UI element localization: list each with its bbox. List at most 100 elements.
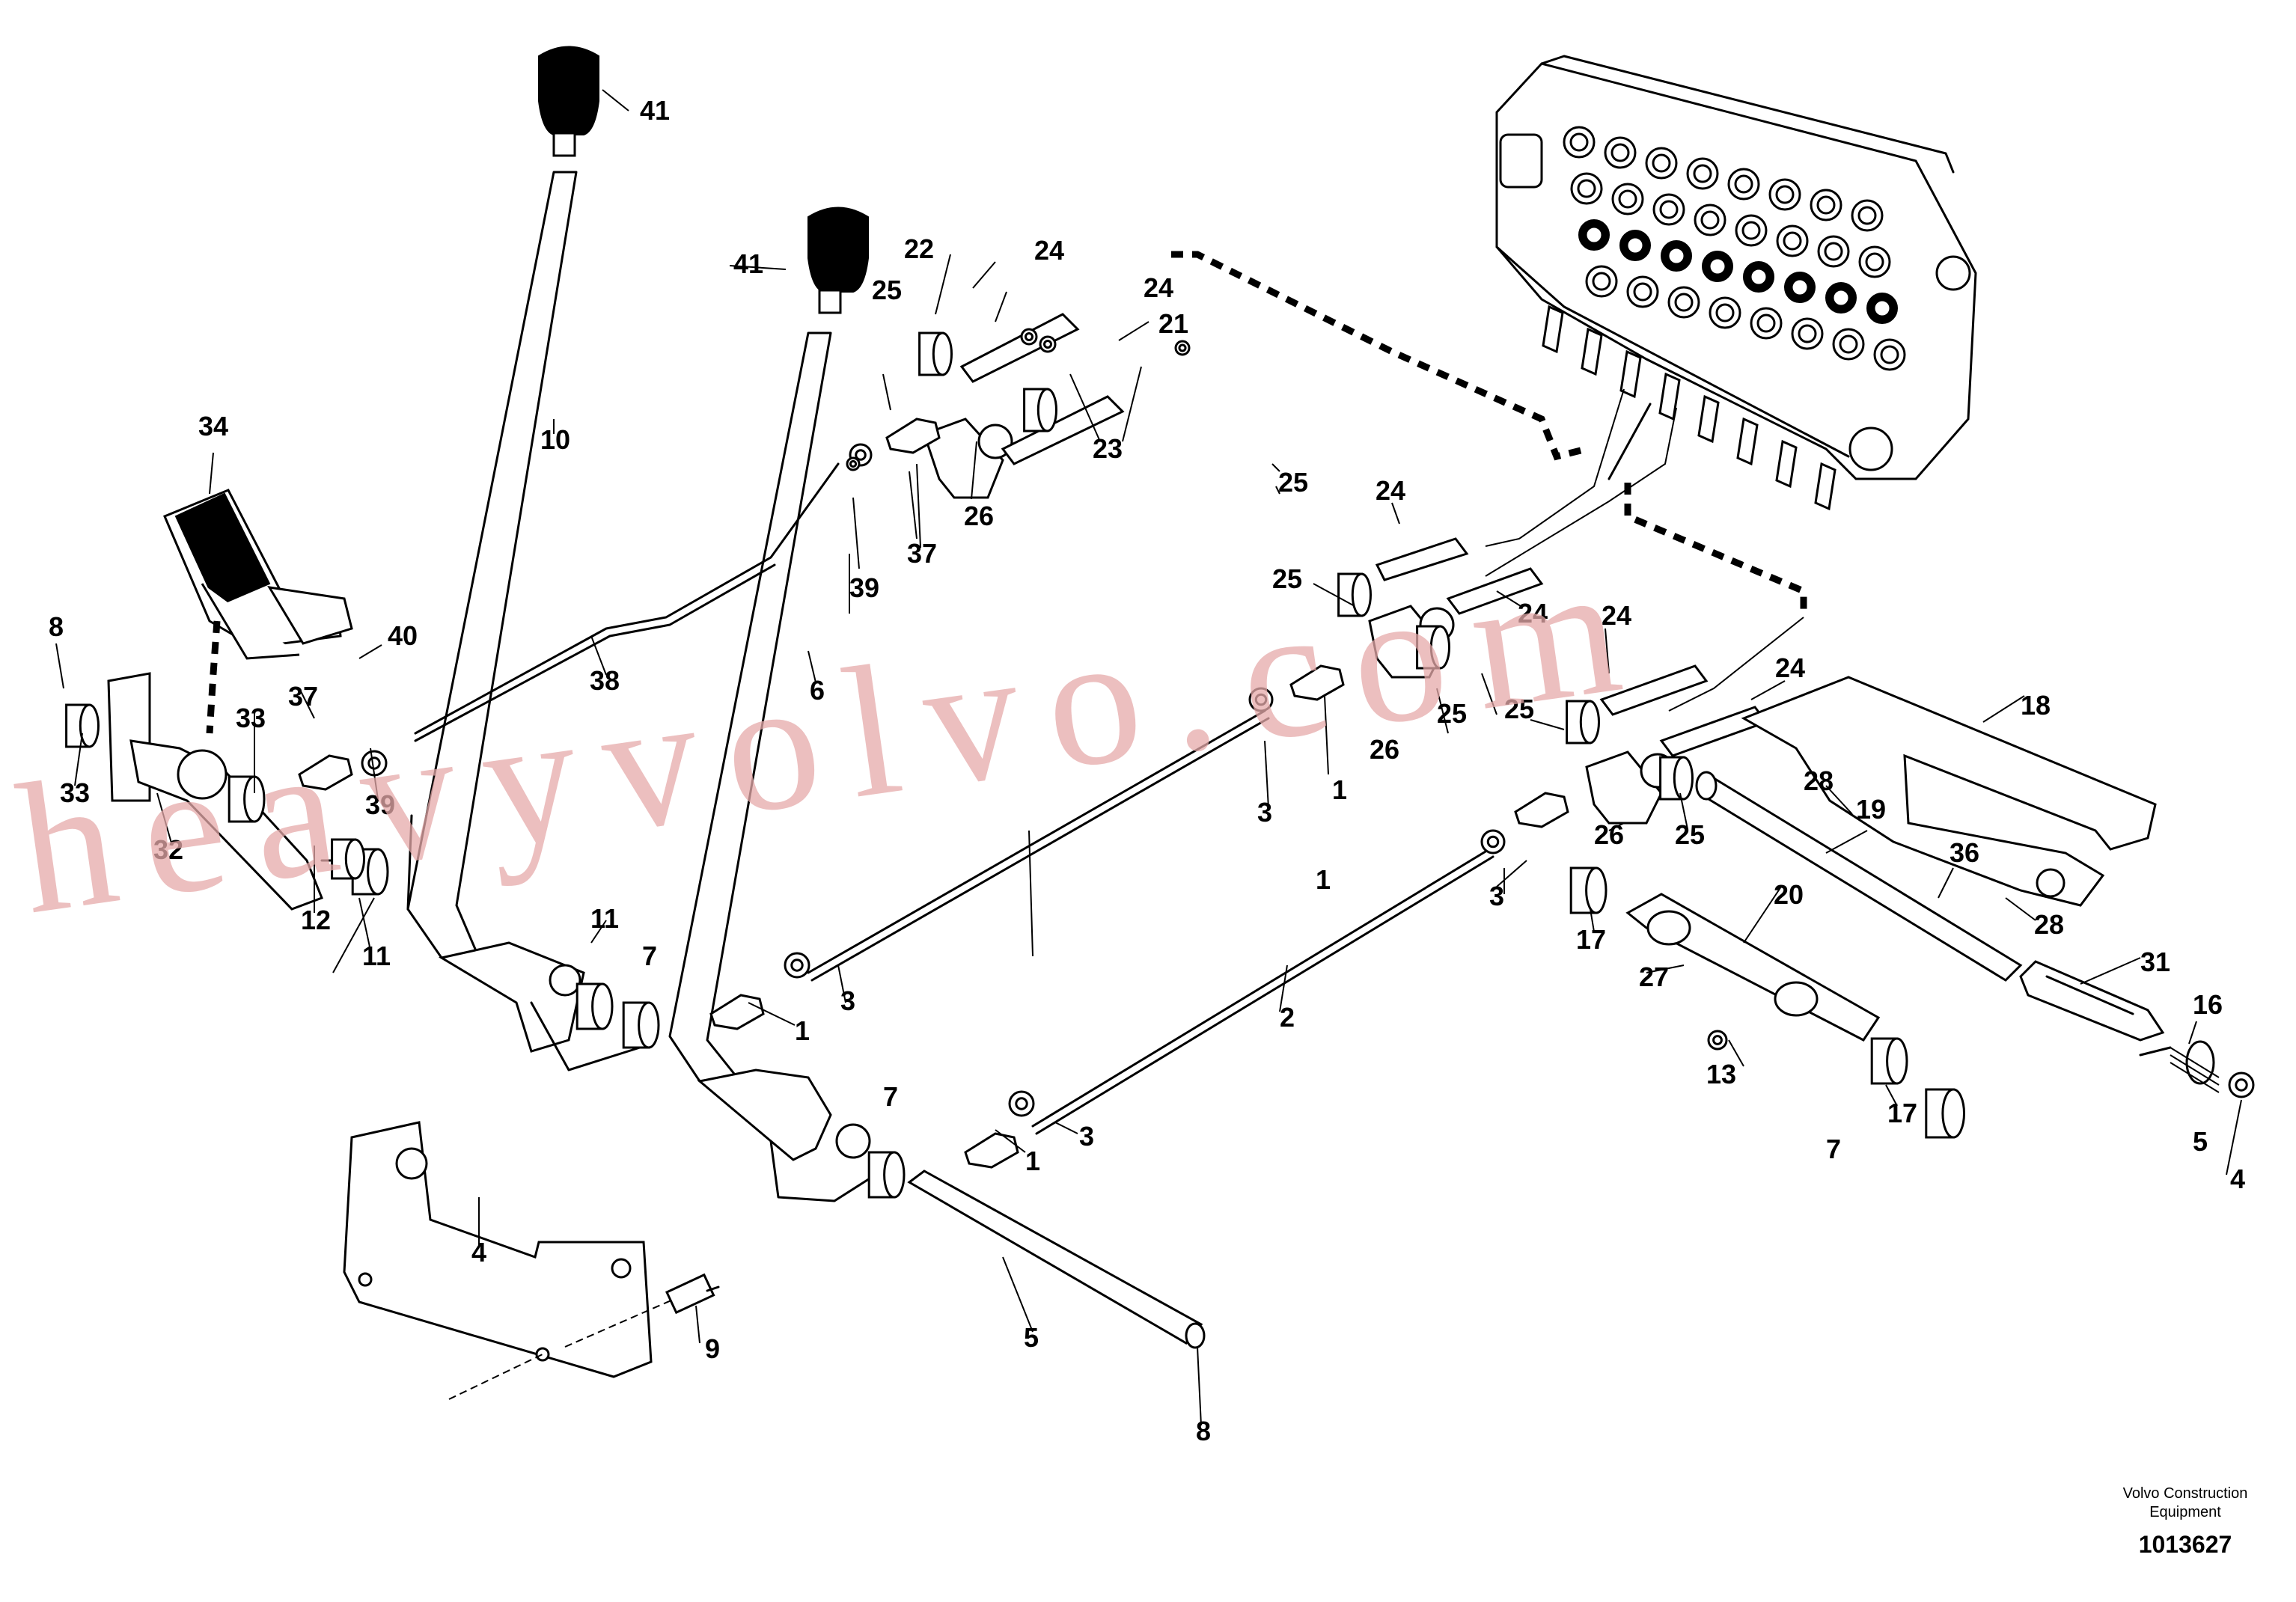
callout-7: 7 [1826,1134,1841,1164]
callout-5: 5 [2193,1126,2208,1157]
callout-7: 7 [642,941,657,971]
callout-8: 8 [1196,1416,1211,1446]
callout-10: 10 [540,424,570,455]
callout-11: 11 [362,941,391,971]
valve-spool [1581,327,1603,376]
leader-line [1743,886,1782,944]
leader-line [882,373,891,411]
callout-8: 8 [49,611,64,642]
shaft-5 [907,1170,1206,1349]
lever-31 [2019,960,2165,1042]
callout-13: 13 [1706,1059,1736,1089]
diagram-number: 1013627 [2138,1531,2232,1558]
leader-line [995,1129,1026,1153]
callout-32: 32 [153,834,183,865]
valve-link-line-2 [1485,407,1677,577]
bracket-26-middle [1368,537,1544,679]
callout-17: 17 [1576,924,1606,955]
callout-5: 5 [1024,1322,1039,1353]
bushing [622,1001,660,1049]
bushing [1023,388,1058,432]
leader-line [1646,964,1685,973]
callout-26: 26 [964,501,994,531]
nut-washer [1039,335,1057,353]
nut-washer [361,750,388,777]
leader-line [1608,822,1625,831]
leader-line [602,89,629,111]
callout-4: 4 [2230,1164,2245,1194]
leader-line [935,254,951,315]
callout-1: 1 [795,1015,810,1046]
leader-line [209,452,214,495]
leader-line [590,920,607,944]
callout-3: 3 [1489,881,1504,911]
valve-spool [1697,394,1720,444]
leader-line [695,1305,700,1344]
leader-line [1496,860,1527,887]
pedal-dashed-link [206,620,221,734]
bushing [1870,1037,1908,1085]
bracket-26-upper [923,313,1125,499]
leader-line [358,644,382,659]
callout-1: 1 [1025,1146,1040,1176]
leader-line [156,792,173,846]
callout-12: 12 [301,905,331,935]
callout-19: 19 [1856,794,1886,825]
bushing [918,331,953,376]
arm-20 [1625,893,1881,1042]
callout-25: 25 [1278,467,1308,498]
pedal-34 [163,489,353,660]
callout-39: 39 [365,789,395,820]
leader-line [358,897,371,951]
bolt-9 [665,1273,720,1315]
leader-line [1496,590,1524,608]
valve-link-line-lower [1607,403,1652,480]
bushing [1659,756,1694,801]
clevis [964,1132,1019,1169]
callout-31: 31 [2140,947,2170,977]
pedal-bracket-32 [107,672,361,911]
clevis [709,994,765,1030]
leader-line [909,471,918,539]
nut-washer [1020,328,1038,346]
callout-3: 3 [1079,1121,1094,1152]
callout-40: 40 [388,620,418,651]
callout-27: 27 [1639,961,1669,992]
bushing [331,838,365,880]
leader-line [1750,680,1786,700]
leader-line [1982,695,2025,723]
leader-line [1391,502,1400,525]
callout-22: 22 [904,233,934,264]
leader-line [748,1002,796,1026]
clevis [1514,792,1569,828]
leader-line [1197,1346,1202,1426]
callout-26: 26 [1594,819,1624,850]
callout-25: 25 [1437,698,1467,729]
shaft-19 [1695,771,2023,982]
rod-38 [414,462,840,735]
leader-line [1275,486,1280,495]
clevis [1289,664,1345,701]
leader-line [1324,695,1329,775]
callout-24: 24 [1602,600,1631,631]
callout-41: 41 [640,95,670,126]
leader-line [55,643,64,689]
leader-line [995,291,1007,322]
callout-3: 3 [840,985,855,1016]
callout-25: 25 [1675,819,1705,850]
nut-washer [1707,1030,1728,1051]
leader-line [1679,792,1688,830]
leader-line [74,733,83,786]
valve-spool [1814,462,1837,511]
leader-line [1264,740,1269,809]
callout-4: 4 [471,1237,486,1268]
valve-link-line-1 [1485,388,1625,547]
bushing [867,1151,906,1199]
leader-line [837,964,846,1003]
rod-1 [807,709,1266,974]
callout-23: 23 [1093,433,1123,464]
callout-17: 17 [1887,1098,1917,1128]
valve-spool [1775,439,1798,489]
callout-21: 21 [1158,308,1188,339]
callout-24: 24 [1144,272,1173,303]
